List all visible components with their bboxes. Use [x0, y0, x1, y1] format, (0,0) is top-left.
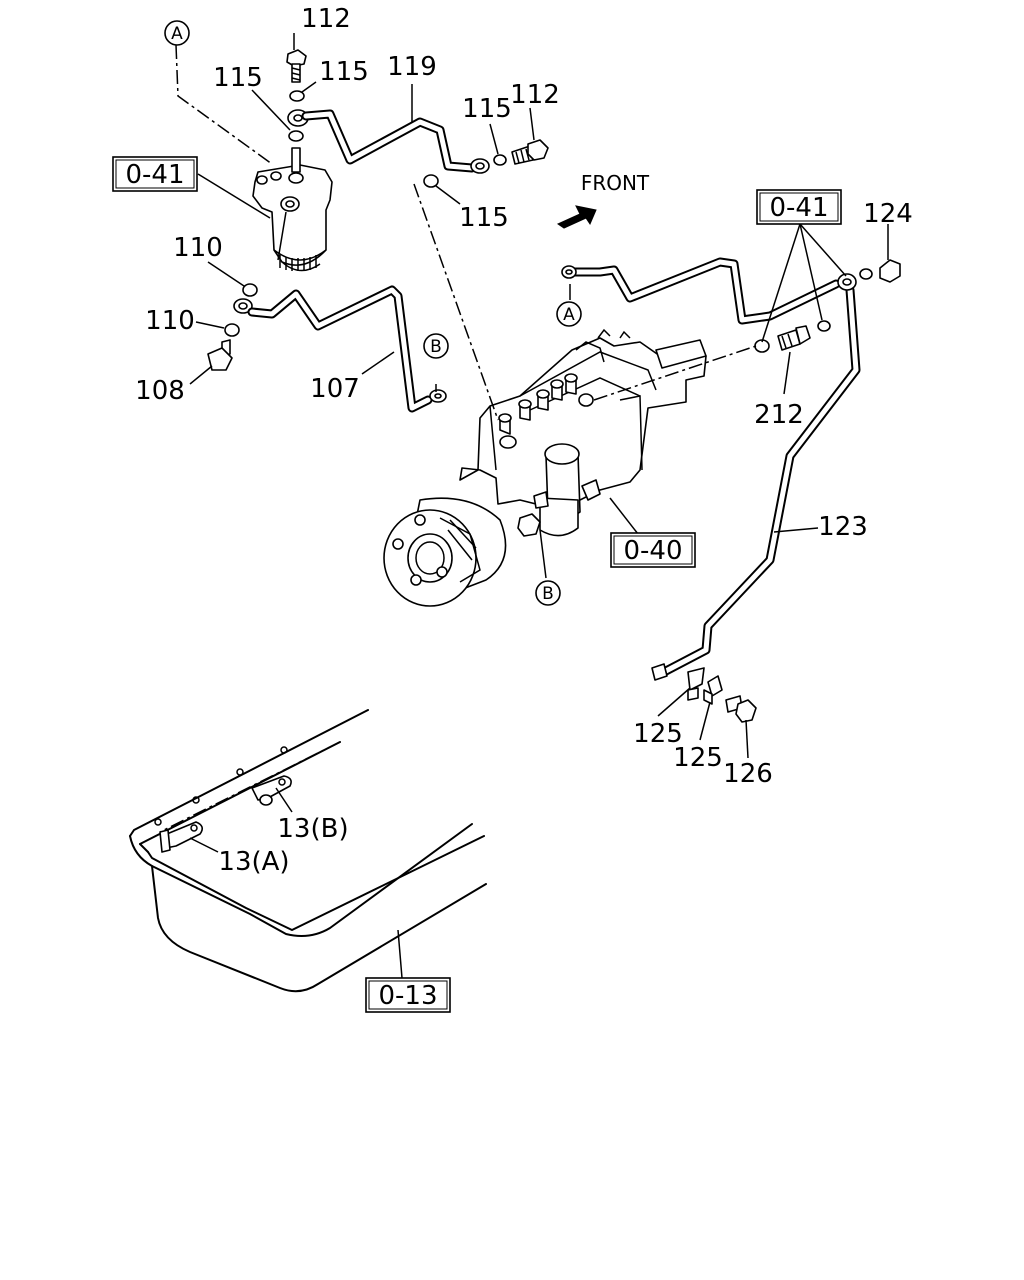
banjo-eye-123 [837, 273, 857, 291]
label-13a: 13(A) [218, 847, 289, 877]
label-115-top: 115 [319, 57, 369, 87]
pipe-123 [651, 285, 861, 681]
clip-125-a [687, 667, 705, 701]
bolt-126 [725, 695, 757, 723]
label-110-low: 110 [145, 306, 195, 336]
oil-pan [129, 709, 487, 993]
marker-b-top-text: B [430, 337, 442, 357]
bolt-108 [207, 339, 233, 371]
label-107: 107 [310, 374, 360, 404]
washer-right-a [859, 268, 873, 280]
marker-a-top: A [164, 20, 190, 46]
washer-115-lower [423, 174, 439, 188]
label-112-top: 112 [301, 4, 351, 34]
pipe-107 [247, 285, 433, 413]
label-115-left: 115 [213, 63, 263, 93]
label-125-right: 125 [673, 743, 723, 773]
washer-110-top [242, 283, 258, 297]
label-126: 126 [723, 759, 773, 789]
bolt-112-top [286, 49, 307, 83]
marker-b-bottom-text: B [542, 584, 554, 604]
marker-a-top-text: A [171, 24, 183, 44]
injection-pump [383, 328, 707, 607]
bolt-212 [777, 325, 811, 351]
label-119: 119 [387, 52, 437, 82]
clip-125-b [703, 675, 723, 705]
label-115-lower: 115 [459, 203, 509, 233]
pipe-to-a [561, 257, 841, 325]
label-112-right: 112 [510, 80, 560, 110]
ref-041-left-text: 0-41 [125, 160, 184, 190]
banjo-eye-107 [233, 298, 253, 314]
label-212: 212 [754, 400, 804, 430]
label-125-left: 125 [633, 719, 683, 749]
ref-box-040: 0-40 [610, 532, 696, 568]
banjo-eye-right-119 [470, 158, 490, 174]
bolt-112-right [511, 139, 549, 165]
marker-a-right-text: A [563, 305, 575, 325]
label-13b: 13(B) [277, 814, 348, 844]
pipe-119 [301, 109, 477, 173]
fuel-filter [252, 147, 333, 272]
cap-124 [879, 259, 901, 283]
ref-041-right-text: 0-41 [769, 193, 828, 223]
marker-b-bottom: B [535, 580, 561, 606]
washer-115-top [289, 90, 305, 102]
label-115-right: 115 [462, 94, 512, 124]
label-124: 124 [863, 199, 913, 229]
label-123: 123 [818, 512, 868, 542]
washer-115-right [493, 154, 507, 166]
ref-box-041-left: 0-41 [112, 156, 198, 192]
washer-115-mid [288, 130, 304, 142]
label-108: 108 [135, 376, 185, 406]
marker-a-right: A [556, 301, 582, 327]
banjo-eye-107-end [429, 389, 447, 403]
ref-013-text: 0-13 [378, 981, 437, 1011]
ref-box-041-right: 0-41 [756, 189, 842, 225]
washer-right-b [817, 320, 831, 332]
ref-040-text: 0-40 [623, 536, 682, 566]
front-label: FRONT [581, 171, 650, 195]
bracket-13a [159, 821, 204, 853]
ref-box-013: 0-13 [365, 977, 451, 1013]
marker-b-top: B [423, 333, 449, 359]
washer-110-low [224, 323, 240, 337]
leader-lines [175, 33, 889, 979]
front-arrow-icon [556, 205, 597, 229]
label-110-top: 110 [173, 233, 223, 263]
bracket-13b [251, 775, 292, 806]
